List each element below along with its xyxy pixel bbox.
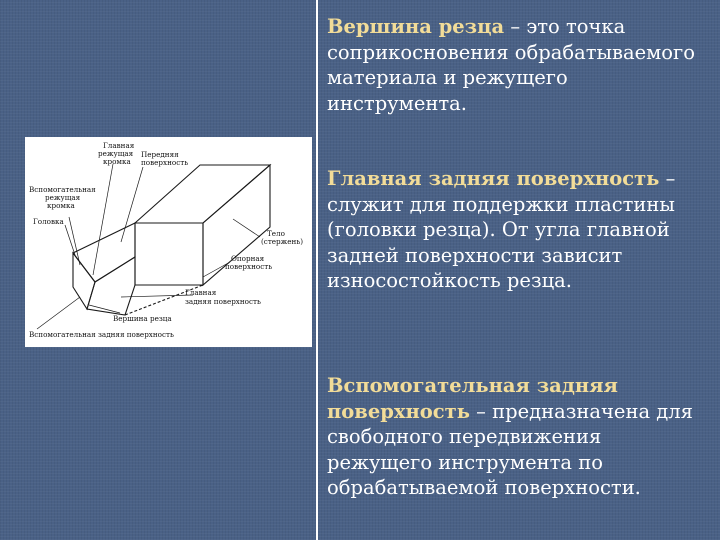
aux-back-surface [72, 251, 96, 311]
term-tip: Вершина резца [327, 15, 505, 38]
leader-main-edge [92, 163, 114, 276]
paragraph-aux-back: Вспомогательная задняя поверхность – пре… [327, 373, 712, 501]
label-main-back: Главная задняя поверхность [185, 288, 261, 306]
definition-main-back: – служит для поддержки пластины (головки… [327, 167, 676, 292]
leader-aux-back [36, 296, 81, 330]
leader-aux-edge [68, 216, 81, 266]
leader-head [64, 224, 76, 256]
vertical-divider [316, 0, 318, 540]
leader-main-back [120, 294, 194, 298]
paragraph-tip: Вершина резца – это точка соприкосновени… [327, 14, 707, 116]
leader-front-surface [120, 166, 144, 243]
body-front-face [134, 222, 204, 286]
label-head: Головка [33, 217, 65, 226]
label-main-edge: Главная режущая кромка [98, 141, 137, 166]
diagram-svg: Главная режущая кромка Передняя поверхно… [29, 141, 303, 339]
term-aux-back: Вспомогательная задняя поверхность [327, 374, 618, 423]
front-surface [72, 222, 136, 283]
label-body: Тело (стержень) [261, 229, 303, 246]
label-front-surface: Передняя поверхность [141, 150, 188, 167]
paragraph-main-back: Главная задняя поверхность – служит для … [327, 166, 712, 294]
main-back-surface [86, 256, 136, 316]
leader-body [232, 218, 261, 238]
leader-tip [88, 304, 121, 314]
label-support: Опорная поверхность [225, 254, 272, 271]
body-top-face [133, 164, 272, 224]
label-aux-edge: Вспомогательная режущая кромка [29, 185, 98, 210]
label-aux-back: Вспомогательная задняя поверхность [29, 330, 174, 339]
leader-support [202, 261, 231, 278]
cutting-tool-diagram: Главная режущая кромка Передняя поверхно… [25, 137, 312, 347]
term-main-back: Главная задняя поверхность [327, 167, 660, 190]
hidden-edge [124, 284, 204, 316]
label-tip: Вершина резца [113, 314, 172, 323]
definition-aux-back: – предназначена для свободного передвиже… [327, 399, 693, 500]
definition-tip: – это точка соприкосновения обрабатываем… [327, 15, 696, 115]
